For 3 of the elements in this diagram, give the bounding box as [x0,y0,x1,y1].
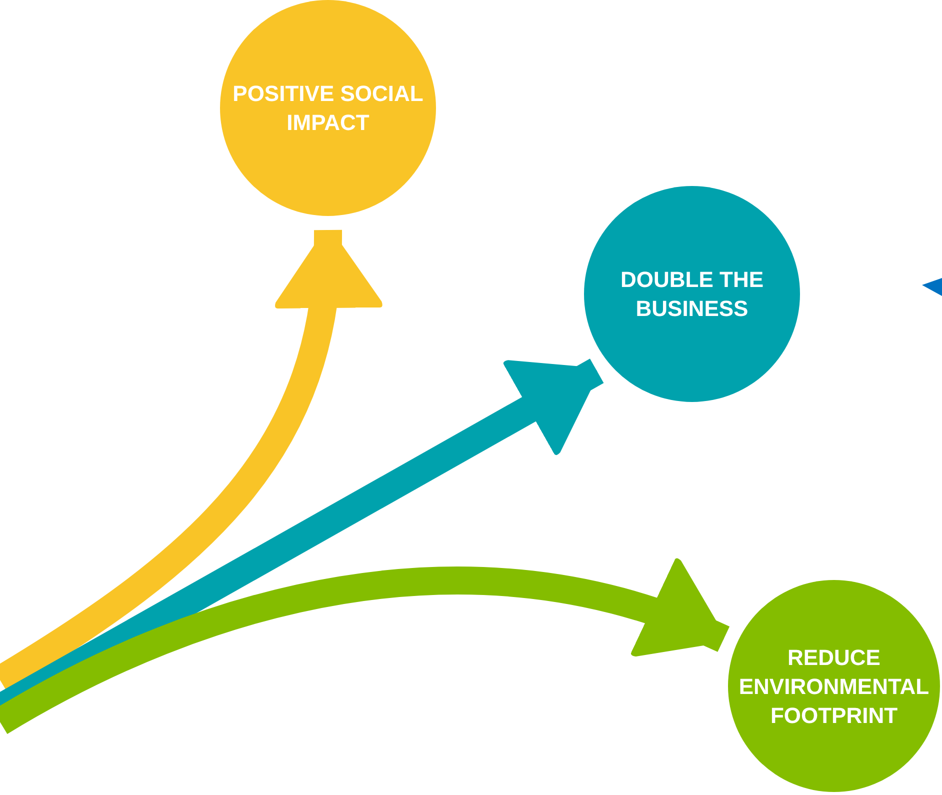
goal-label: DOUBLE THE BUSINESS [620,266,764,323]
goal-label: POSITIVE SOCIAL IMPACT [232,80,424,137]
goal-label: REDUCE ENVIRONMENTAL FOOTPRINT [738,644,930,730]
